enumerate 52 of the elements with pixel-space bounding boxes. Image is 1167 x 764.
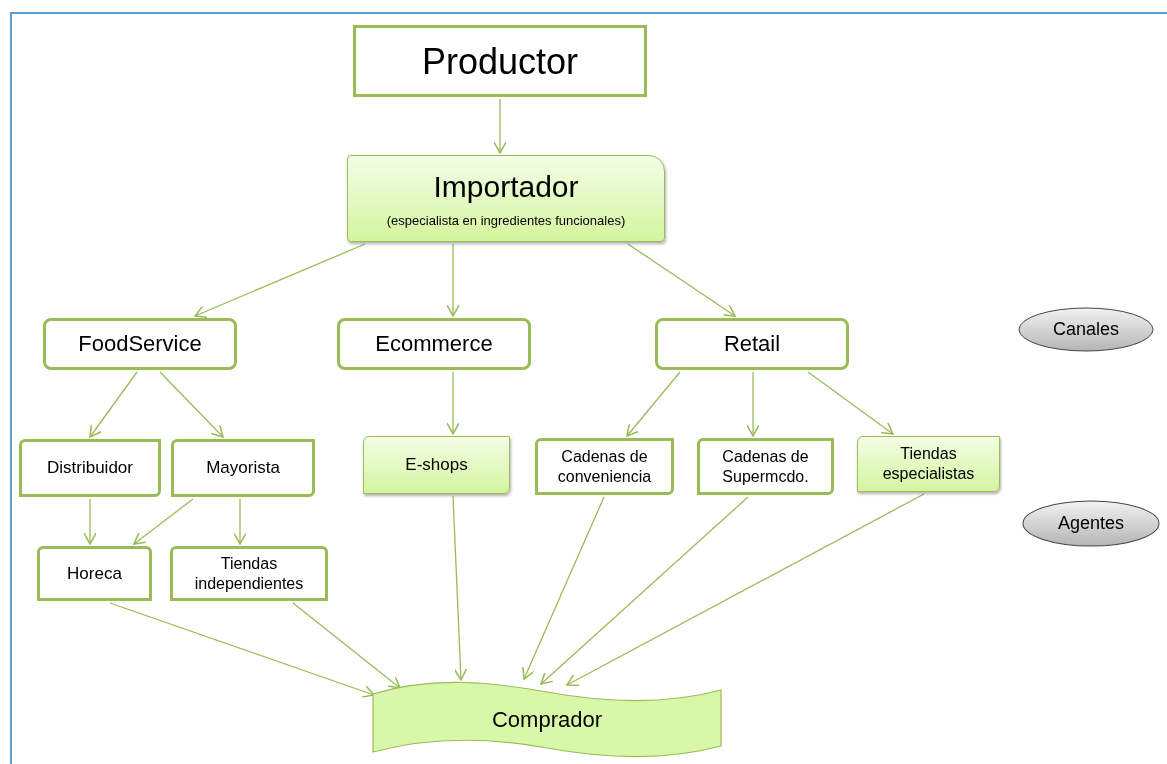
agent-box (37, 546, 152, 601)
arrow (452, 495, 468, 681)
arrow (109, 602, 375, 698)
document-shape (372, 680, 722, 760)
arrow (233, 498, 247, 545)
node-title: Tiendas independientes (193, 553, 305, 594)
node-title: Agentes (1056, 512, 1126, 535)
arrow (522, 496, 605, 680)
agent-box (363, 436, 510, 494)
process-box (347, 155, 665, 242)
node-title: Distribuidor (46, 457, 134, 479)
arrow (159, 371, 224, 438)
process-box (353, 25, 647, 97)
node-title: FoodService (77, 330, 203, 358)
arrow (292, 602, 401, 689)
arrow (627, 243, 736, 317)
arrow (540, 496, 749, 685)
channel-box (43, 318, 237, 370)
arrow (446, 243, 460, 317)
agent-box (19, 439, 161, 497)
arrow (89, 371, 138, 438)
legend-ellipse (1022, 500, 1160, 547)
node-title: Tiendas especialistas (881, 444, 976, 484)
node-subtitle: (especialista en ingredientes funcionales) (385, 213, 627, 230)
node-title: Comprador (490, 706, 603, 734)
arrow (746, 371, 760, 437)
arrow (493, 98, 507, 154)
arrow (83, 498, 97, 545)
node-title: E-shops (404, 454, 469, 476)
node-title: Mayorista (205, 457, 281, 479)
node-title: Cadenas de conveniencia (556, 446, 653, 487)
channel-box (655, 318, 849, 370)
agent-box (170, 546, 328, 601)
node-title: Importador (432, 168, 580, 205)
node-title: Horeca (66, 562, 123, 585)
agent-box (171, 439, 315, 497)
arrow (446, 371, 460, 435)
arrow (807, 371, 894, 435)
agent-box (535, 438, 674, 495)
agent-box (697, 438, 834, 495)
arrow (133, 498, 194, 545)
node-title: Productor (420, 39, 580, 84)
node-title: Canales (1051, 318, 1120, 341)
node-title: Cadenas de Supermcdo. (721, 446, 810, 487)
node-title: Ecommerce (374, 330, 494, 358)
arrow (626, 371, 681, 437)
arrow (566, 493, 925, 686)
arrow (194, 243, 366, 319)
legend-ellipse (1018, 307, 1154, 352)
node-title: Retail (722, 330, 782, 358)
channel-box (337, 318, 531, 370)
agent-box (857, 436, 1000, 492)
